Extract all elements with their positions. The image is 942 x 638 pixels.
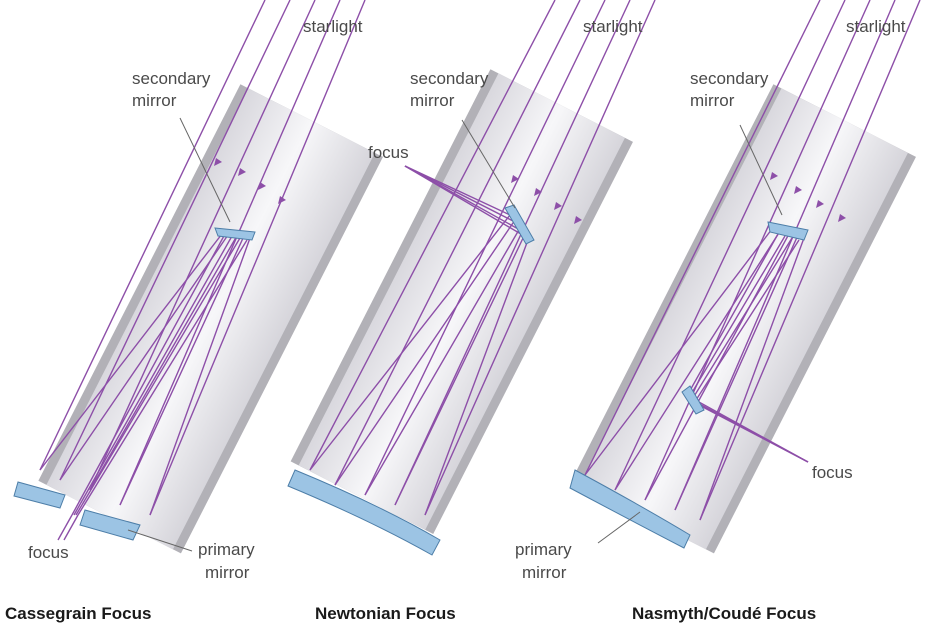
nasmyth-rays [584, 0, 921, 521]
cassegrain-rays [39, 0, 366, 541]
cassegrain-primary-leader [127, 529, 193, 552]
cassegrain-secondary-mirror [214, 227, 256, 241]
nasmyth-caption: Nasmyth/Coudé Focus [632, 604, 816, 623]
newtonian-focus-label: focus [368, 143, 409, 162]
cassegrain-starlight-label: starlight [303, 17, 363, 36]
cassegrain-primary-mirror-left [13, 481, 66, 509]
nasmyth-primary-leader [597, 511, 641, 544]
nasmyth-tertiary-mirror [681, 385, 705, 415]
nasmyth-primary-label-2: mirror [522, 563, 567, 582]
nasmyth-primary-mirror [569, 469, 691, 549]
nasmyth-secondary-leader [739, 124, 783, 216]
newtonian-secondary-leader [461, 119, 516, 209]
nasmyth-secondary-label-1: secondary [690, 69, 769, 88]
newtonian-rays [309, 0, 656, 516]
nasmyth-secondary-label-2: mirror [690, 91, 735, 110]
cassegrain-panel: starlight secondary mirror focus primary… [5, 0, 383, 623]
nasmyth-starlight-label: starlight [846, 17, 906, 36]
nasmyth-secondary-mirror [767, 221, 809, 241]
cassegrain-tube [38, 84, 383, 554]
nasmyth-primary-label-1: primary [515, 540, 572, 559]
cassegrain-secondary-leader [179, 117, 231, 223]
newtonian-primary-mirror [287, 469, 441, 556]
newtonian-panel: starlight secondary mirror focus Newtoni… [287, 0, 656, 623]
nasmyth-panel: starlight secondary mirror focus primary… [515, 0, 921, 623]
newtonian-secondary-mirror [504, 204, 535, 245]
newtonian-starlight-label: starlight [583, 17, 643, 36]
newtonian-secondary-label-1: secondary [410, 69, 489, 88]
cassegrain-focus-label: focus [28, 543, 69, 562]
nasmyth-focus-label: focus [812, 463, 853, 482]
cassegrain-primary-label-2: mirror [205, 563, 250, 582]
cassegrain-secondary-label-2: mirror [132, 91, 177, 110]
cassegrain-caption: Cassegrain Focus [5, 604, 151, 623]
newtonian-ray-arrows [511, 175, 582, 224]
cassegrain-secondary-label-1: secondary [132, 69, 211, 88]
cassegrain-primary-label-1: primary [198, 540, 255, 559]
cassegrain-ray-arrows [214, 158, 286, 204]
newtonian-caption: Newtonian Focus [315, 604, 456, 623]
nasmyth-ray-arrows [770, 172, 846, 222]
newtonian-secondary-label-2: mirror [410, 91, 455, 110]
cassegrain-primary-mirror-right [79, 509, 141, 541]
